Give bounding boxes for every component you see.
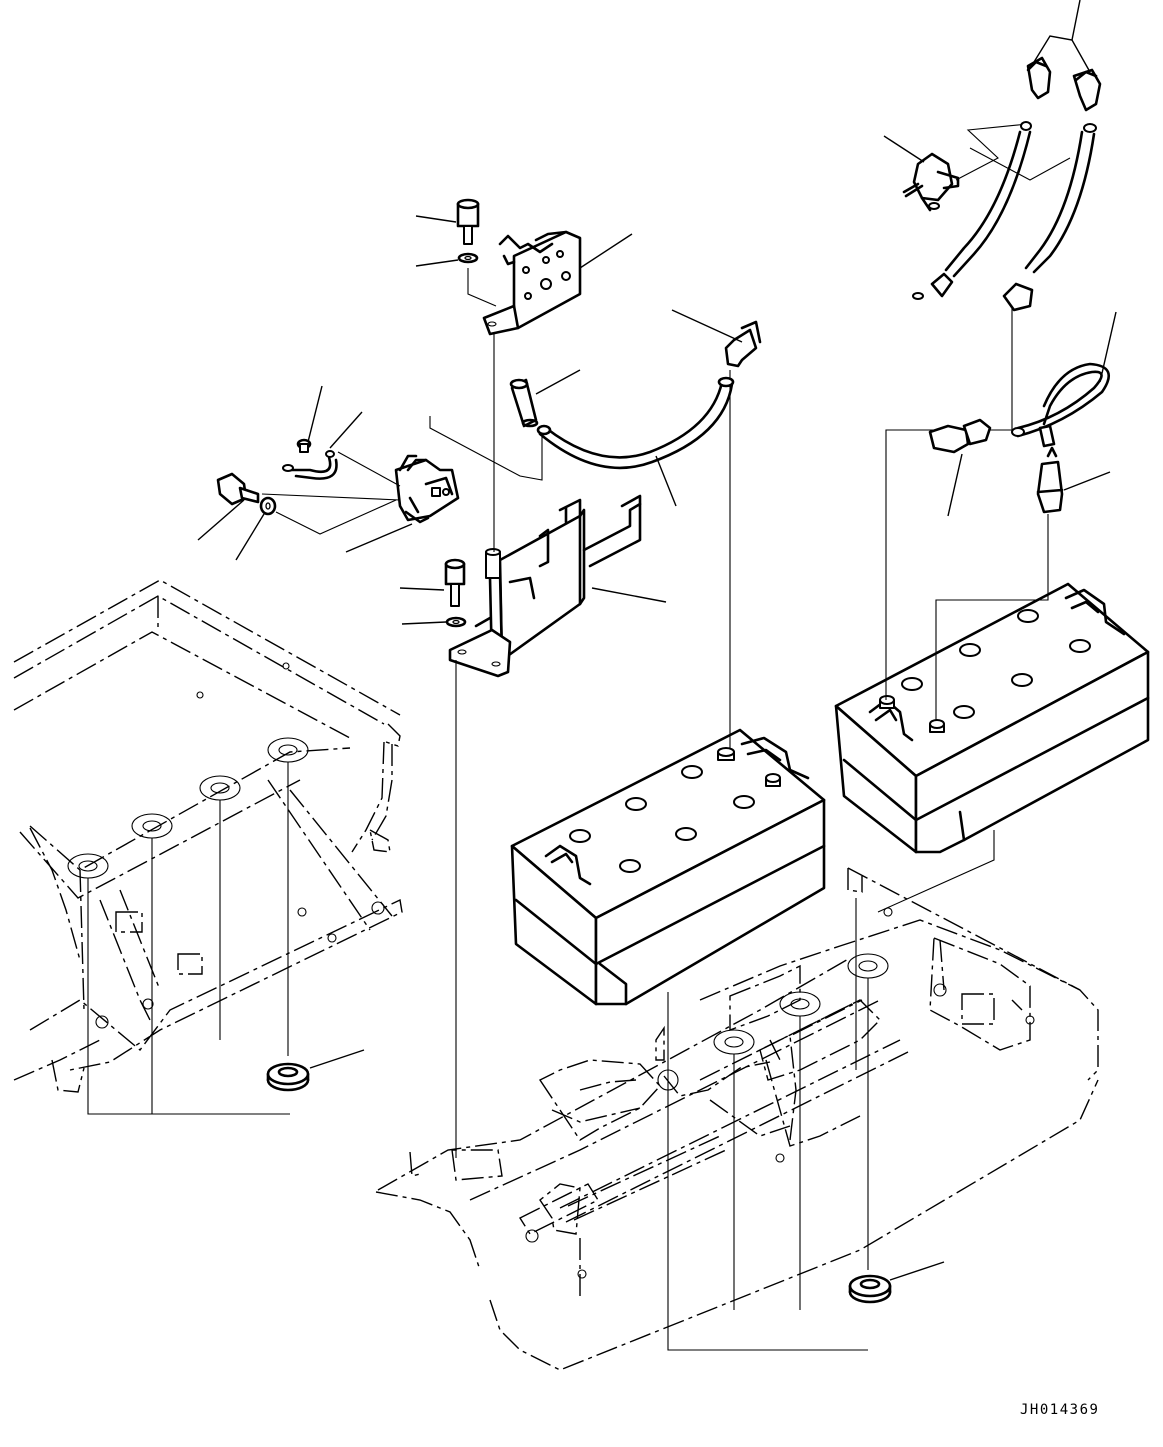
battery-left <box>512 730 824 1004</box>
terminal-cap <box>672 310 760 366</box>
mount-pad-5 <box>848 954 888 978</box>
battery-cable-right <box>913 122 1096 310</box>
screw-small <box>298 386 322 452</box>
ground-wire <box>283 412 362 479</box>
terminal-caps-top <box>1028 0 1100 110</box>
washer-upper <box>416 254 477 266</box>
mount-pad-6 <box>780 992 820 1016</box>
cushion-right <box>850 1262 944 1302</box>
disconnect-switch <box>884 136 958 210</box>
battery-cable <box>538 378 733 506</box>
terminal-boot <box>511 370 580 426</box>
bolt-lower <box>400 560 464 606</box>
mount-pad-4 <box>268 738 308 762</box>
fuse-terminal <box>1038 448 1110 512</box>
cushion-left <box>268 1050 364 1090</box>
mount-pad-7 <box>714 1030 754 1054</box>
battery-relay <box>346 456 458 552</box>
mount-pad-2 <box>132 814 172 838</box>
cell-caps-right <box>902 610 1090 718</box>
jumper-cable <box>1012 312 1116 446</box>
connector <box>930 420 990 516</box>
battery-bracket <box>450 330 666 1158</box>
bolt-upper <box>416 200 478 244</box>
mount-pad-3 <box>200 776 240 800</box>
banjo-bolt <box>198 474 258 540</box>
battery-right <box>836 584 1148 852</box>
washer-left <box>236 498 275 560</box>
frame-right <box>376 868 1098 1370</box>
cell-caps <box>570 766 754 872</box>
relay-mounting-plate <box>484 232 632 334</box>
frame-left <box>14 580 402 1114</box>
washer-lower <box>402 618 465 626</box>
drawing-id-label: JH014369 <box>1020 1402 1099 1418</box>
